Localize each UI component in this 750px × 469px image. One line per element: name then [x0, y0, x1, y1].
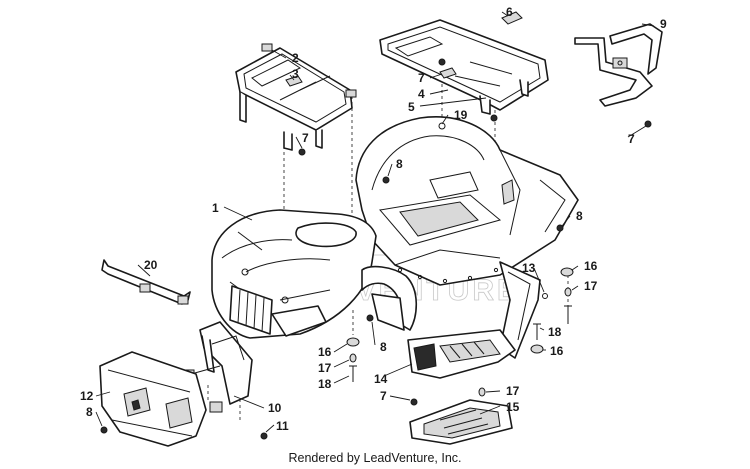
callout-5: 5 — [408, 100, 415, 114]
bolt-icon — [410, 398, 418, 406]
bushing-icon — [478, 387, 486, 397]
callout-8: 8 — [86, 405, 93, 419]
decal-parts — [285, 11, 523, 87]
callout-7: 7 — [628, 132, 635, 146]
screw-icon — [349, 365, 357, 382]
rear-fender[interactable] — [355, 116, 579, 286]
bolt-icon — [644, 120, 652, 128]
callout-16: 16 — [318, 345, 332, 359]
callout-4: 4 — [418, 87, 425, 101]
callout-15: 15 — [506, 400, 520, 414]
footwell[interactable] — [407, 329, 516, 379]
callout-10: 10 — [268, 401, 282, 415]
callout-13: 13 — [522, 261, 536, 275]
callout-7: 7 — [302, 131, 309, 145]
bolt-icon — [556, 224, 564, 232]
callout-12: 12 — [80, 389, 94, 403]
callout-8: 8 — [396, 157, 403, 171]
leader-lines — [95, 11, 655, 433]
rear-bracket[interactable] — [574, 23, 663, 107]
callout-17: 17 — [584, 279, 598, 293]
callout-6: 6 — [506, 5, 513, 19]
callout-16: 16 — [550, 344, 564, 358]
front-fender[interactable] — [361, 265, 418, 331]
front-rack[interactable] — [235, 43, 357, 151]
bolt-icon — [490, 114, 498, 122]
bolt-icon — [100, 426, 108, 434]
screw-icon — [533, 323, 541, 340]
callout-11: 11 — [276, 419, 289, 433]
callout-8: 8 — [576, 209, 583, 223]
bolt-icon — [542, 293, 548, 299]
callout-8: 8 — [380, 340, 387, 354]
bolt-icon — [438, 122, 446, 130]
front-body[interactable] — [211, 209, 377, 339]
grille — [229, 285, 273, 335]
side-panel[interactable] — [499, 261, 541, 359]
callout-14: 14 — [374, 372, 388, 386]
bolt-icon — [260, 432, 268, 440]
callout-20: 20 — [144, 258, 158, 272]
spacer-icon — [346, 337, 360, 347]
callout-16: 16 — [584, 259, 598, 273]
callout-7: 7 — [380, 389, 387, 403]
front-bumper[interactable] — [99, 351, 207, 447]
spacer-icon — [530, 344, 544, 354]
bushing-icon — [564, 287, 572, 297]
callout-17: 17 — [506, 384, 520, 398]
callout-2: 2 — [292, 51, 299, 65]
side-bar[interactable] — [101, 259, 191, 305]
bolt-icon — [382, 176, 390, 184]
screw-icon — [564, 305, 572, 324]
fasteners — [100, 58, 652, 440]
callout-9: 9 — [660, 17, 667, 31]
callout-7: 7 — [418, 71, 425, 85]
bolt-icon — [298, 148, 306, 156]
callout-19: 19 — [454, 108, 468, 122]
callout-labels: 1 2 3 7 7 4 5 6 9 7 19 8 8 20 13 16 17 1… — [80, 5, 667, 433]
bolt-icon — [366, 314, 374, 322]
spacer-icon — [560, 267, 574, 277]
floor-board[interactable] — [409, 399, 513, 445]
callout-3: 3 — [292, 67, 299, 81]
callout-17: 17 — [318, 361, 332, 375]
callout-1: 1 — [212, 201, 219, 215]
footer-credit: Rendered by LeadVenture, Inc. — [288, 451, 461, 465]
callout-18: 18 — [318, 377, 332, 391]
callout-18: 18 — [548, 325, 562, 339]
rear-rack[interactable] — [379, 19, 549, 115]
bushing-icon — [349, 353, 357, 363]
bolt-icon — [438, 58, 446, 66]
